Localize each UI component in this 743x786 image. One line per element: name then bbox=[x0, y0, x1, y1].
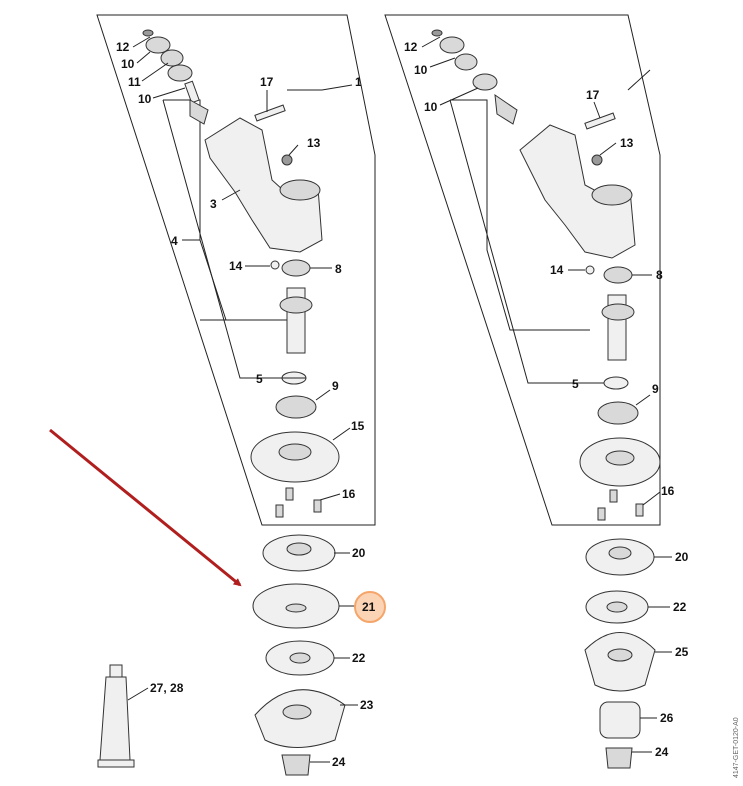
label-15: 15 bbox=[351, 419, 365, 433]
label-3: 3 bbox=[210, 197, 217, 211]
label-9: 9 bbox=[652, 382, 659, 396]
label-25: 25 bbox=[675, 645, 689, 659]
label-12: 12 bbox=[404, 40, 418, 54]
label-22: 22 bbox=[673, 600, 687, 614]
label-17: 17 bbox=[586, 88, 600, 102]
label-4: 4 bbox=[171, 234, 178, 248]
right-gearbox-assembly: 12 10 10 17 13 14 8 5 9 16 20 22 25 26 2… bbox=[384, 14, 689, 769]
label-27-28: 27, 28 bbox=[150, 681, 184, 695]
label-8: 8 bbox=[335, 262, 342, 276]
label-5: 5 bbox=[256, 372, 263, 386]
label-20: 20 bbox=[352, 546, 366, 560]
label-14: 14 bbox=[550, 263, 564, 277]
label-10: 10 bbox=[414, 63, 428, 77]
label-24: 24 bbox=[655, 745, 669, 759]
grease-tube-part bbox=[97, 664, 135, 768]
assembly-outline bbox=[96, 14, 376, 526]
label-17: 17 bbox=[260, 75, 274, 89]
label-12: 12 bbox=[116, 40, 130, 54]
label-13: 13 bbox=[620, 136, 634, 150]
label-14: 14 bbox=[229, 259, 243, 273]
drawing-code: 4147-GET-0120-A0 bbox=[733, 717, 740, 778]
label-24: 24 bbox=[332, 755, 346, 769]
label-16: 16 bbox=[661, 484, 675, 498]
label-23: 23 bbox=[360, 698, 374, 712]
label-10: 10 bbox=[424, 100, 438, 114]
label-16: 16 bbox=[342, 487, 356, 501]
label-11: 11 bbox=[128, 75, 141, 89]
label-10: 10 bbox=[121, 57, 135, 71]
label-21: 21 bbox=[362, 600, 376, 614]
label-5: 5 bbox=[572, 377, 579, 391]
left-gearbox-assembly: 12 10 11 10 17 1 13 3 4 14 8 5 9 15 16 2… bbox=[96, 14, 386, 776]
gearbox-housing-part bbox=[204, 117, 323, 253]
label-13: 13 bbox=[307, 136, 321, 150]
label-10: 10 bbox=[138, 92, 152, 106]
label-20: 20 bbox=[675, 550, 689, 564]
pointer-arrow bbox=[49, 428, 242, 587]
label-22: 22 bbox=[352, 651, 366, 665]
highlight-marker bbox=[354, 591, 386, 623]
bearing-part bbox=[145, 36, 171, 54]
label-26: 26 bbox=[660, 711, 674, 725]
label-8: 8 bbox=[656, 268, 663, 282]
label-9: 9 bbox=[332, 379, 339, 393]
label-1: 1 bbox=[355, 75, 362, 89]
